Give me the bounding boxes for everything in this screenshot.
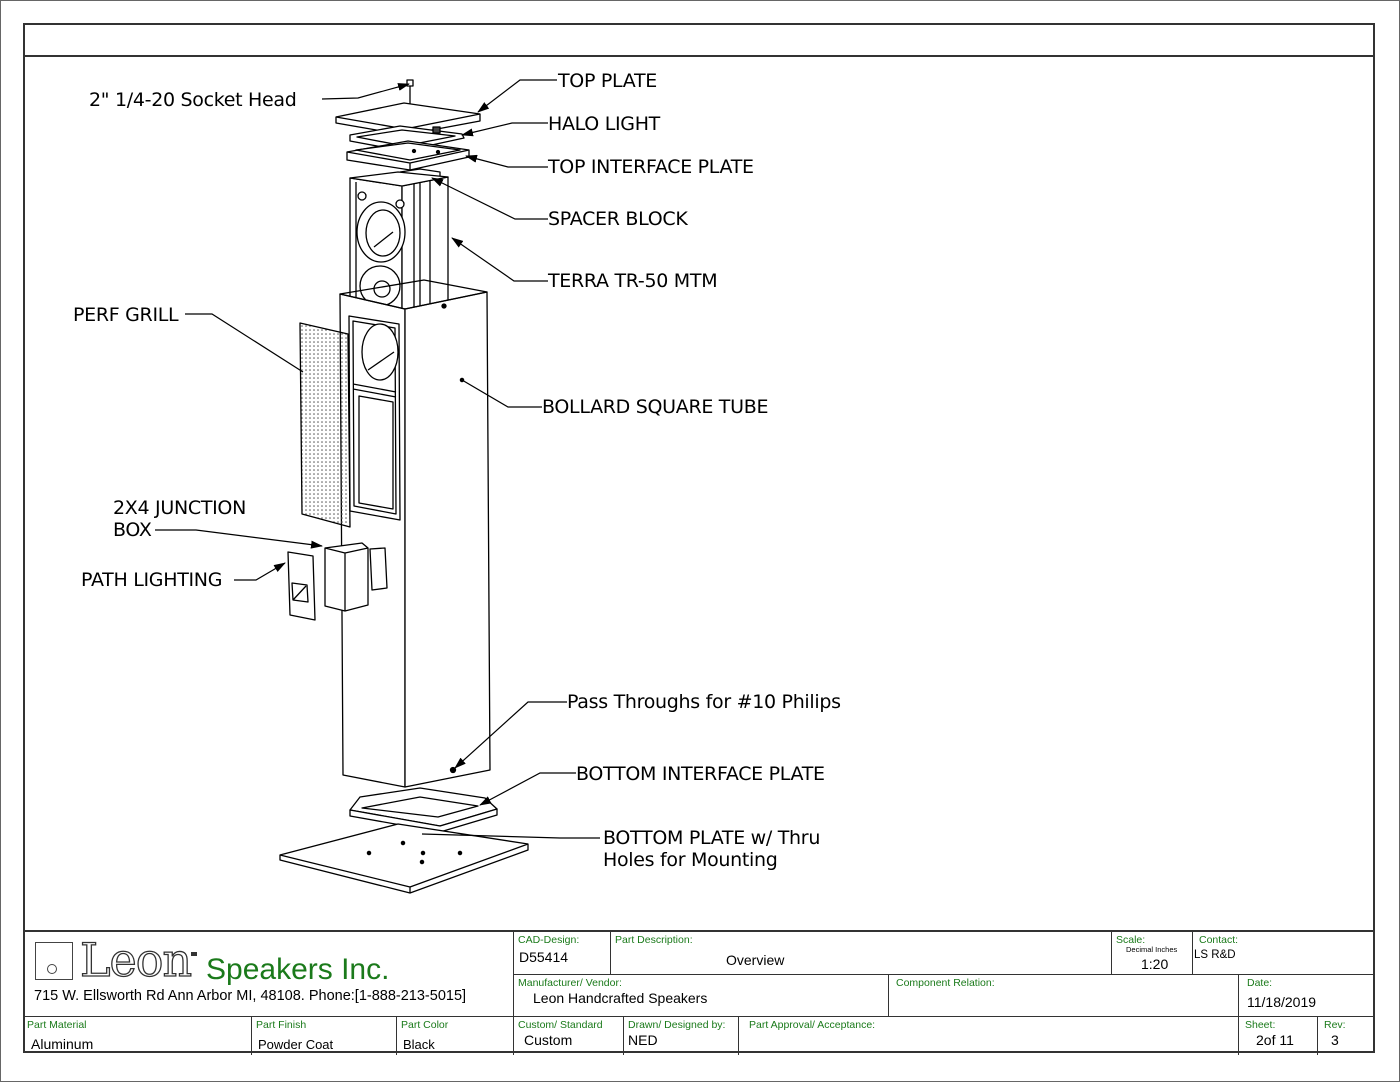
top-strip-divider [23,55,1375,57]
logo-mark-icon [35,942,73,980]
part-color-label: Part Color [401,1019,449,1031]
callout-bollard-tube: BOLLARD SQUARE TUBE [542,396,769,418]
callout-top-plate: TOP PLATE [558,70,657,92]
title-block: Leon Speakers Inc. 715 W. Ellsworth Rd A… [23,930,1375,1055]
contact-label: Contact: [1199,934,1239,946]
part-description-cell: Part Description: Overview [611,932,1112,975]
drawing-frame [23,23,1375,1053]
rev-label: Rev: [1324,1019,1346,1031]
part-material-value: Aluminum [31,1036,94,1052]
leader-path-lighting [234,562,286,581]
leader-bollard-tube [461,379,542,408]
drawn-by-cell: Drawn/ Designed by: NED [624,1017,739,1055]
leader-spacer-block [431,177,548,220]
part-material-label: Part Material [27,1019,87,1031]
manufacturer-value: Leon Handcrafted Speakers [533,990,708,1006]
part-color-value: Black [403,1037,435,1052]
rev-cell: Rev: 3 [1318,1017,1375,1055]
contact-value: LS R&D [1194,949,1236,961]
drawn-by-value: NED [628,1032,658,1048]
date-label: Date: [1247,977,1273,989]
leader-terra [451,237,548,282]
callout-top-interface-plate: TOP INTERFACE PLATE [548,156,754,178]
logo-wordmark: Leon [79,933,192,987]
component-relation-label: Component Relation: [896,977,995,989]
cad-design-value: D55414 [519,949,569,965]
leader-bottom-interface-plate [479,772,576,806]
scale-cell: Scale: Decimal Inches 1:20 [1112,932,1193,975]
callout-pass-throughs: Pass Throughs for #10 Philips [567,691,841,713]
callout-bottom-interface-plate: BOTTOM INTERFACE PLATE [576,763,825,785]
company-cell: Leon Speakers Inc. 715 W. Ellsworth Rd A… [23,932,514,1017]
drawn-by-label: Drawn/ Designed by: [628,1019,726,1031]
part-material-cell: Part Material Aluminum [23,1017,252,1055]
part-finish-cell: Part Finish Powder Coat [252,1017,397,1055]
bollard-tube-part [339,279,491,788]
callout-path-lighting: PATH LIGHTING [81,569,223,591]
manufacturer-label: Manufacturer/ Vendor: [518,977,622,989]
bottom-plate-part [279,823,529,894]
rev-value: 3 [1331,1032,1339,1048]
halo-light-part [349,125,465,152]
callout-halo-light: HALO LIGHT [548,113,660,135]
date-cell: Date: 11/18/2019 [1239,975,1375,1017]
top-interface-plate-part [346,140,470,171]
leader-junction-box [155,529,323,549]
company-name: Speakers Inc. [206,953,390,986]
leader-halo-light [461,122,548,137]
cad-design-label: CAD-Design: [518,934,580,946]
custom-standard-cell: Custom/ Standard Custom [514,1017,624,1055]
perf-grill-part [299,322,351,528]
sheet-label: Sheet: [1245,1019,1276,1031]
callout-spacer-block: SPACER BLOCK [548,208,688,230]
custom-standard-label: Custom/ Standard [518,1019,603,1031]
path-lighting-part [287,551,316,621]
leader-socket-head [321,83,410,100]
part-approval-label: Part Approval/ Acceptance: [749,1019,876,1031]
part-description-value: Overview [726,952,785,968]
part-color-cell: Part Color Black [397,1017,514,1055]
scale-value: 1:20 [1141,956,1169,972]
contact-cell: Contact: LS R&D [1193,932,1375,975]
part-approval-cell: Part Approval/ Acceptance: [739,1017,1239,1055]
callout-perf-grill: PERF GRILL [73,304,179,326]
scale-units: Decimal Inches [1126,945,1178,954]
part-finish-label: Part Finish [256,1019,307,1031]
callout-junction-box: 2X4 JUNCTION BOX [113,497,246,541]
callout-socket-head: 2" 1/4-20 Socket Head [89,89,297,111]
date-value: 11/18/2019 [1247,994,1317,1010]
leader-bottom-plate [421,833,600,839]
callout-bottom-plate: BOTTOM PLATE w/ Thru Holes for Mounting [603,827,821,871]
sheet-cell: Sheet: 2of 11 [1239,1017,1318,1055]
callout-terra-tr50: TERRA TR-50 MTM [548,270,718,292]
part-description-label: Part Description: [615,934,693,946]
leader-top-plate [477,79,557,113]
cad-design-cell: CAD-Design: D55414 [514,932,611,975]
sheet-value: 2of 11 [1256,1032,1294,1048]
company-address: 715 W. Ellsworth Rd Ann Arbor MI, 48108.… [34,988,467,1004]
part-finish-value: Powder Coat [258,1037,334,1052]
trademark-icon [191,952,197,956]
leader-pass-throughs [454,701,567,769]
custom-standard-value: Custom [524,1032,573,1048]
junction-box-part [324,542,388,612]
manufacturer-cell: Manufacturer/ Vendor: Leon Handcrafted S… [514,975,889,1017]
component-relation-cell: Component Relation: [889,975,1239,1017]
bottom-interface-plate-part [349,787,498,833]
leader-perf-grill [185,313,304,373]
leader-top-interface-plate [465,154,548,168]
scale-label: Scale: [1116,934,1146,946]
